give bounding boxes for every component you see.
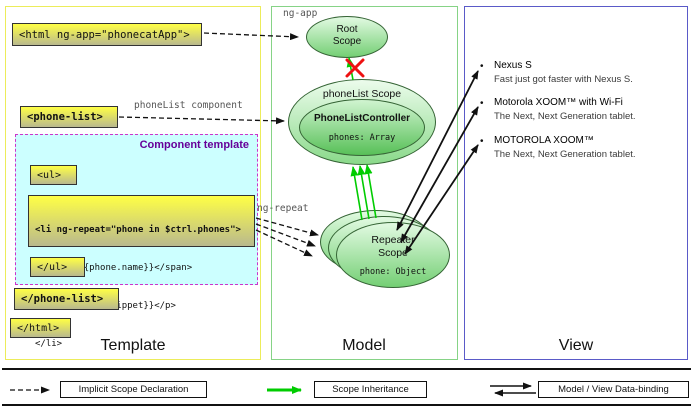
view-item-title: Motorola XOOM™ with Wi-Fi: [494, 97, 623, 108]
legend-divider-top: [2, 368, 691, 370]
code-ul-close: </ul>: [30, 257, 85, 277]
code-ul-open: <ul>: [30, 165, 77, 185]
model-panel: [271, 6, 458, 360]
code-phone-list-close: </phone-list>: [14, 288, 119, 310]
legend-scope-inheritance: Scope Inheritance: [314, 381, 427, 398]
view-panel-label: View: [558, 337, 594, 354]
legend-implicit-scope: Implicit Scope Declaration: [60, 381, 207, 398]
li-open-pre: <li ng-repeat="phone in: [35, 225, 166, 236]
view-item-nexus: • Nexus S Fast just got faster with Nexu…: [480, 60, 685, 85]
li-open-post: ">: [230, 225, 241, 236]
phones-property-label: phones: Array: [328, 133, 396, 143]
model-panel-label: Model: [342, 337, 386, 354]
root-scope-ellipse: Root Scope: [306, 16, 388, 58]
code-html-open: <html ng-app="phonecatApp">: [12, 23, 202, 46]
view-item-subtitle: The Next, Next Generation tablet.: [494, 149, 636, 160]
component-template-title: Component template: [139, 139, 249, 151]
code-phone-list-open: <phone-list>: [20, 106, 118, 128]
code-li-close-line: </li>: [35, 338, 63, 349]
legend-divider-bottom: [2, 404, 691, 406]
phonelist-scope-label: phoneList Scope: [322, 88, 402, 100]
code-html-close: </html>: [10, 318, 71, 338]
phonelist-component-label: phoneList component: [134, 100, 243, 111]
bullet-icon: •: [480, 136, 484, 147]
code-li-open-line: <li ng-repeat="phone in $ctrl.phones">: [35, 224, 248, 237]
repeater-scope-ellipse-front: Repeater Scope phone: Object: [336, 222, 450, 288]
view-item-subtitle: The Next, Next Generation tablet.: [494, 111, 636, 122]
legend-data-binding: Model / View Data-binding: [538, 381, 689, 398]
bullet-icon: •: [480, 61, 484, 72]
ng-app-label: ng-app: [283, 8, 318, 19]
code-li-span-line: <span>{{phone.name}}</span>: [35, 262, 193, 273]
ng-repeat-label: ng-repeat: [257, 203, 309, 214]
root-scope-line1: Root: [336, 24, 358, 35]
view-item-subtitle: Fast just got faster with Nexus S.: [494, 74, 633, 85]
code-li-repeat: <li ng-repeat="phone in $ctrl.phones"> <…: [28, 195, 255, 349]
template-panel: [5, 6, 261, 360]
repeater-scope-line2: Scope: [378, 247, 408, 259]
root-scope-line2: Scope: [332, 36, 362, 47]
controller-label: PhoneListController: [313, 113, 411, 124]
repeater-scope-line1: Repeater: [371, 234, 415, 246]
view-item-xoom: • MOTOROLA XOOM™ The Next, Next Generati…: [480, 135, 685, 160]
phonelist-controller-ellipse: PhoneListController phones: Array: [299, 99, 425, 156]
bullet-icon: •: [480, 98, 484, 109]
phone-property-label: phone: Object: [359, 267, 427, 277]
view-item-xoom-wifi: • Motorola XOOM™ with Wi-Fi The Next, Ne…: [480, 97, 685, 122]
view-item-title: MOTOROLA XOOM™: [494, 135, 594, 146]
template-panel-label: Template: [100, 337, 166, 354]
view-item-title: Nexus S: [494, 60, 532, 71]
li-open-bold: $ctrl.phones: [165, 225, 231, 236]
